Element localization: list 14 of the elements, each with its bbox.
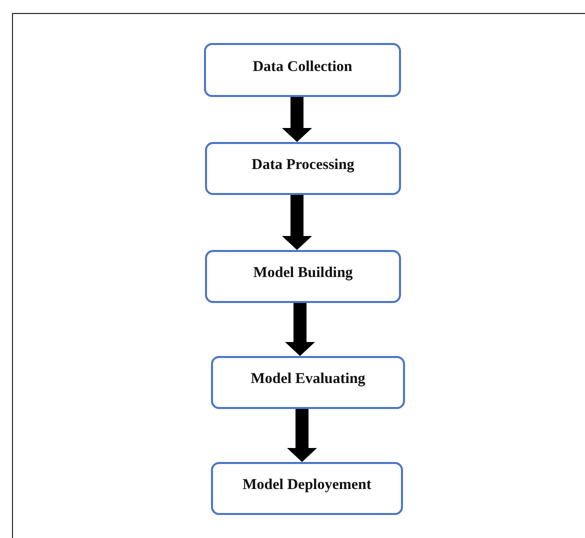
block-arrow (287, 409, 317, 462)
step-label: Data Processing (252, 157, 354, 174)
process-box (205, 250, 401, 303)
step-label: Model Deployement (242, 477, 372, 494)
process-box (211, 356, 405, 409)
block-arrow (282, 97, 312, 142)
block-arrow (285, 303, 315, 356)
step-label: Data Collection (252, 58, 352, 76)
step-label: Model Building (253, 265, 353, 282)
process-box (205, 142, 401, 195)
step-label: Model Evaluating (250, 371, 366, 388)
process-box (211, 462, 403, 515)
process-box (204, 43, 401, 97)
block-arrow (282, 195, 312, 250)
